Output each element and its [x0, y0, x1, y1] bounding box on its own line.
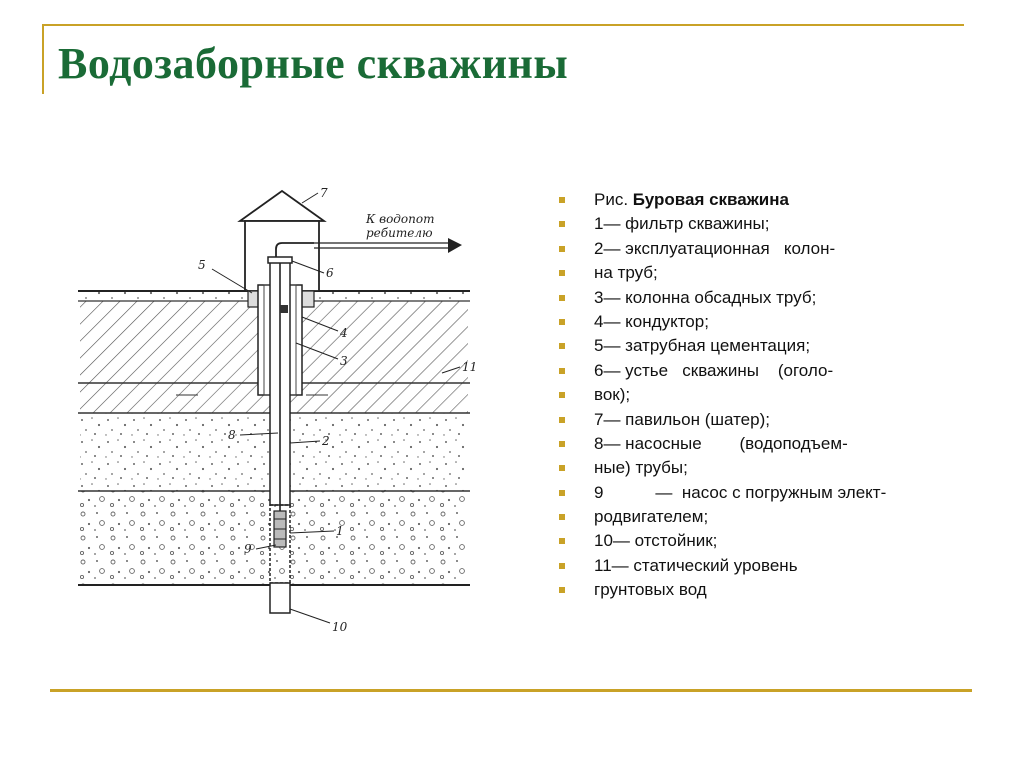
diagram-label-2: 2 [321, 434, 330, 448]
legend-item: вок); [556, 383, 886, 407]
leader-9 [255, 544, 277, 550]
diagram-label-7: 7 [320, 186, 328, 200]
diagram-label-8: 8 [228, 428, 236, 442]
leader-11 [441, 366, 461, 374]
frame-top-line [42, 24, 964, 26]
well-head [267, 256, 293, 264]
leader-6 [291, 260, 325, 274]
legend-item: на труб; [556, 261, 886, 285]
legend-item: 11— статический уровень [556, 554, 886, 578]
well-diagram: К водопот ребителю 1 2 3 4 5 6 7 8 9 10 … [78, 186, 477, 634]
sump [269, 582, 291, 614]
leader-5 [211, 268, 253, 294]
legend-caption-prefix: Рис. [594, 190, 633, 209]
diagram-label-3: 3 [340, 354, 348, 368]
diagram-label-11: 11 [462, 360, 477, 374]
leader-7 [301, 192, 319, 204]
legend-item: 5— затрубная цементация; [556, 334, 886, 358]
diagram-label-9: 9 [244, 542, 252, 556]
legend-item: родвигателем; [556, 505, 886, 529]
diagram-label-6: 6 [326, 266, 334, 280]
diagram-label-5: 5 [198, 258, 206, 272]
diagram-label-4: 4 [339, 326, 348, 340]
diagram-label-10: 10 [332, 620, 348, 634]
leader-8 [239, 432, 279, 436]
leader-3 [295, 342, 339, 360]
slide-title: Водозаборные скважины [58, 39, 569, 88]
leader-4 [301, 316, 339, 332]
legend-item: 2— эксплуатационная колон- [556, 237, 886, 261]
leader-10 [289, 608, 331, 624]
diagram-label-1: 1 [336, 524, 344, 538]
legend-item: 4— кондуктор; [556, 310, 886, 334]
leader-1 [289, 530, 335, 534]
legend-item: 6— устье скважины (оголо- [556, 359, 886, 383]
well-head-valve [280, 305, 288, 313]
arrow-label-line-2: ребителю [366, 226, 433, 240]
frame-left-line [42, 24, 44, 94]
legend-item: 7— павильон (шатер); [556, 408, 886, 432]
outlet-pipe [275, 242, 314, 257]
legend-caption-title: Буровая скважина [632, 190, 789, 209]
frame-bottom-line [50, 689, 972, 692]
arrow-label-line-1: К водопот [365, 212, 434, 226]
legend-item: 9 — насос с погружным элект- [556, 481, 886, 505]
legend-item: 8— насосные (водоподъем- [556, 432, 886, 456]
legend-item: 3— колонна обсадных труб; [556, 286, 886, 310]
outlet-arrowhead [448, 238, 462, 253]
pavilion-roof [237, 189, 327, 222]
legend-list: Рис. Буровая скважина 1— фильтр скважины… [556, 188, 886, 603]
legend-caption: Рис. Буровая скважина [556, 188, 886, 212]
legend-item: ные) трубы; [556, 456, 886, 480]
legend-item: 1— фильтр скважины; [556, 212, 886, 236]
legend-item: грунтовых вод [556, 578, 886, 602]
leader-2 [289, 440, 321, 444]
legend-item: 10— отстойник; [556, 529, 886, 553]
